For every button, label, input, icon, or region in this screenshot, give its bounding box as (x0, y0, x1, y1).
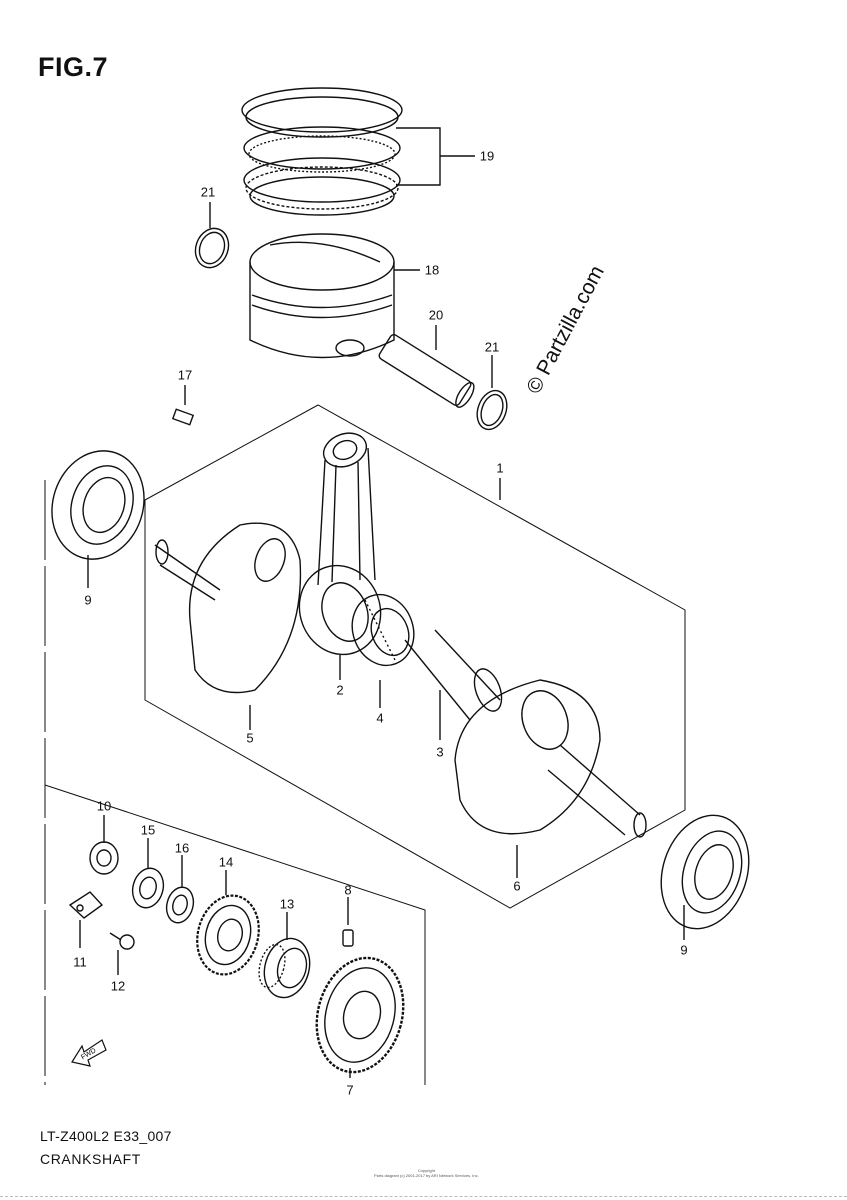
callout-12: 12 (110, 978, 126, 994)
callout-18: 18 (424, 262, 440, 278)
needle-bearing (351, 593, 415, 667)
crank-web-left (154, 522, 302, 694)
callout-9: 9 (84, 592, 92, 608)
crank-web-right (454, 679, 647, 838)
section-name: CRANKSHAFT (40, 1151, 141, 1167)
callout-21: 21 (200, 184, 216, 200)
callout-1: 1 (496, 460, 504, 476)
page-border (0, 1196, 847, 1197)
fwd-arrow-icon (71, 1039, 107, 1067)
callout-3: 3 (436, 744, 444, 760)
callout-13: 13 (279, 896, 295, 912)
callout-15: 15 (140, 822, 156, 838)
callout-20: 20 (428, 307, 444, 323)
callout-7: 7 (346, 1082, 354, 1098)
copyright-line: Copyright (417, 1168, 435, 1173)
callout-2: 2 (336, 682, 344, 698)
callout-4: 4 (376, 710, 384, 726)
model-code: LT-Z400L2 E33_007 (40, 1128, 172, 1144)
gear-7 (315, 956, 405, 1074)
callout-11: 11 (73, 954, 87, 970)
bearing-left (51, 450, 145, 560)
callout-21: 21 (484, 339, 500, 355)
callout-16: 16 (174, 840, 190, 856)
copyright-line: Parts diagram (c) 2001-2017 by ARI Netwo… (374, 1173, 479, 1178)
callout-5: 5 (246, 730, 254, 746)
callout-10: 10 (96, 798, 112, 814)
piston-rings (241, 87, 403, 216)
callout-6: 6 (513, 878, 521, 894)
crank-pin (404, 629, 503, 721)
copyright-notice: Copyright Parts diagram (c) 2001-2017 by… (374, 1168, 479, 1178)
callout-14: 14 (218, 854, 234, 870)
callout-8: 8 (344, 882, 352, 898)
connecting-rod (298, 432, 382, 656)
figure-title: FIG.7 (38, 52, 109, 82)
callout-17: 17 (177, 367, 193, 383)
piston (249, 233, 395, 359)
piston-pin (378, 334, 475, 408)
bearing-right (660, 814, 750, 930)
callout-19: 19 (479, 148, 495, 164)
gear-13 (258, 937, 311, 999)
callout-9: 9 (680, 942, 688, 958)
gear-14 (196, 894, 260, 976)
